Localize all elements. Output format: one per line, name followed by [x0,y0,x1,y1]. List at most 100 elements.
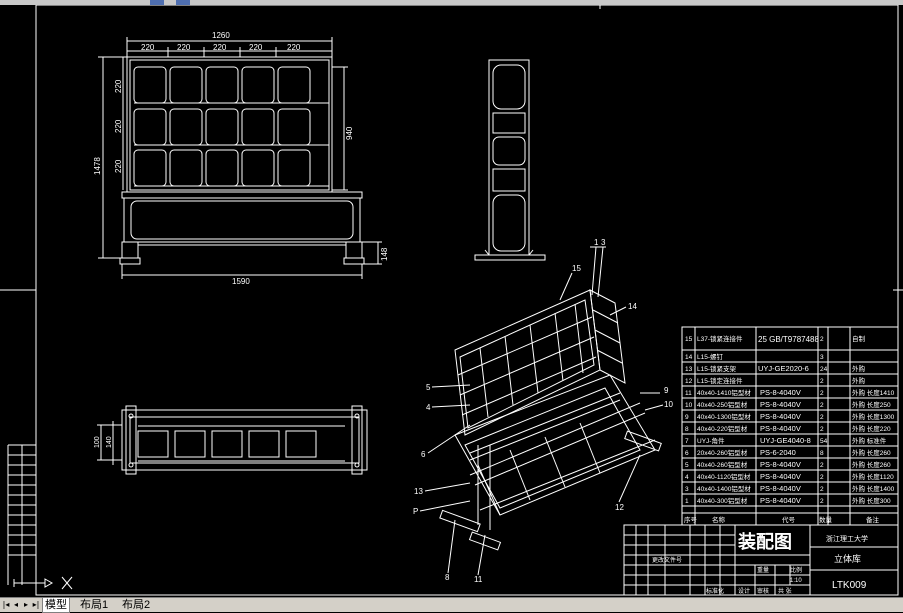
drawing-text: 2 [820,402,824,409]
drawing-line [529,324,539,394]
drawing-line [594,329,621,344]
drawing-line [454,374,656,516]
layout-tab-bar: |◂ ◂ ▸ ▸| 模型 布局1 布局2 [0,597,903,613]
balloon-label: 4 [426,403,431,412]
drawing-line [129,59,330,191]
drawing-line [277,149,311,187]
drawing-text: PS-8-4040V [760,388,801,397]
dim-base-width: 1590 [232,277,250,286]
last-tab-icon[interactable]: ▸| [32,600,40,609]
drawing-text: 40x40-260铝型材 [697,460,748,469]
drawing-text: 外购 长度250 [852,400,891,409]
drawing-line [128,462,134,468]
drawing-line [574,303,584,374]
drawing-text: 2 [820,390,824,397]
drawing-line [354,413,360,419]
drawing-text: 2 [820,336,824,343]
dim-foot-height: 148 [380,247,389,261]
drawing-text: 40x40-250铝型材 [697,400,748,409]
drawing-line [624,430,662,452]
drawing-text: 外购 长度1300 [852,412,895,421]
balloon-label: 15 [572,264,581,273]
drawing-text: 5 [685,462,689,469]
isometric-view [419,246,664,576]
drawing-text: 3 [820,354,824,361]
drawing-line [169,149,203,187]
sheet-label: 共 张 [778,587,792,595]
dim-depth-inner: 140 [106,436,113,448]
drawing-line [126,56,333,193]
drawing-line [205,149,239,187]
drawing-text: L15-锁紧支架 [697,364,737,373]
drawing-line [591,246,597,296]
drawing-line [454,289,601,436]
drawing-text: 24 [820,366,828,373]
drawing-line [44,578,54,588]
drawing-text: 数量 [819,515,833,524]
drawing-line [592,309,619,324]
drawing-text: 40x40-1120铝型材 [697,472,751,481]
model-space-canvas[interactable]: 1260 220 220 220 220 220 220 220 220 147… [0,5,903,597]
drawing-line [468,531,502,551]
cad-drawing[interactable]: 1260 220 220 220 220 220 220 220 220 147… [0,5,903,597]
drawing-text: 外购 长度300 [852,496,891,505]
tab-model[interactable]: 模型 [42,598,70,613]
drawing-text: 40x40-1400铝型材 [697,484,751,493]
drawing-text: 外购 [852,376,866,385]
drawing-text: L15-锁定连接件 [697,376,743,385]
dim-cell-width: 220 [287,43,301,52]
prev-tab-icon[interactable]: ◂ [13,600,18,609]
balloon-label: 11 [474,575,483,584]
scale-value: 1:10 [790,578,802,584]
drawing-line [597,246,604,298]
dim-cell-width: 220 [249,43,263,52]
drawing-text: 外购 长度260 [852,460,891,469]
drawing-text: 外购 长度1410 [852,388,895,397]
drawing-line [644,404,664,411]
drawing-text: 20x40-260铝型材 [697,448,748,457]
balloon-label: 13 [414,487,423,496]
drawing-text: UYJ-角件 [697,436,725,445]
balloon-label: 6 [421,450,426,459]
drawing-line [484,249,490,256]
drawing-text: 外购 标准件 [852,436,887,445]
dim-cell-height: 220 [114,79,123,93]
drawing-line [345,241,363,259]
balloon-label: 5 [426,383,431,392]
drawing-text: 2 [820,498,824,505]
drawing-line: 1260 220 220 220 220 220 220 220 220 147… [0,5,903,596]
drawing-line [133,149,167,187]
next-tab-icon[interactable]: ▸ [23,600,28,609]
toolbar-strip [0,0,903,5]
drawing-line [492,136,526,166]
toolbar-button[interactable] [150,0,164,5]
drawing-line [61,576,73,590]
drawing-line [469,402,641,476]
left-index-strip [7,444,36,585]
drawing-line [137,430,169,458]
side-view [474,59,546,261]
drawing-line [492,168,526,192]
drawing-line [477,464,501,516]
balloon-label: 1 [594,238,599,247]
drawing-line [419,500,471,512]
drawing-line [492,64,526,110]
drawing-text: UYJ-GE4040-8 [760,436,811,445]
drawing-line [559,272,573,301]
first-tab-icon[interactable]: |◂ [2,600,10,609]
drawing-text: PS-8-4040V [760,496,801,505]
drawing-text: 序号 [684,515,698,524]
drawing-text: PS-8-4040V [760,412,801,421]
drawing-line [459,336,595,396]
toolbar-button[interactable] [176,0,190,5]
tab-layout-1[interactable]: 布局1 [80,599,109,611]
drawing-text: 8 [820,450,824,457]
drawing-line [119,257,141,265]
tab-layout-2[interactable]: 布局2 [122,599,151,611]
drawing-line [509,449,531,501]
marks-label: 更改文件号 [652,556,682,564]
drawing-text: L15-螺钉 [697,352,724,361]
drawing-line [469,399,621,461]
drawing-line [479,439,656,511]
drawing-text: 备注 [866,515,880,524]
